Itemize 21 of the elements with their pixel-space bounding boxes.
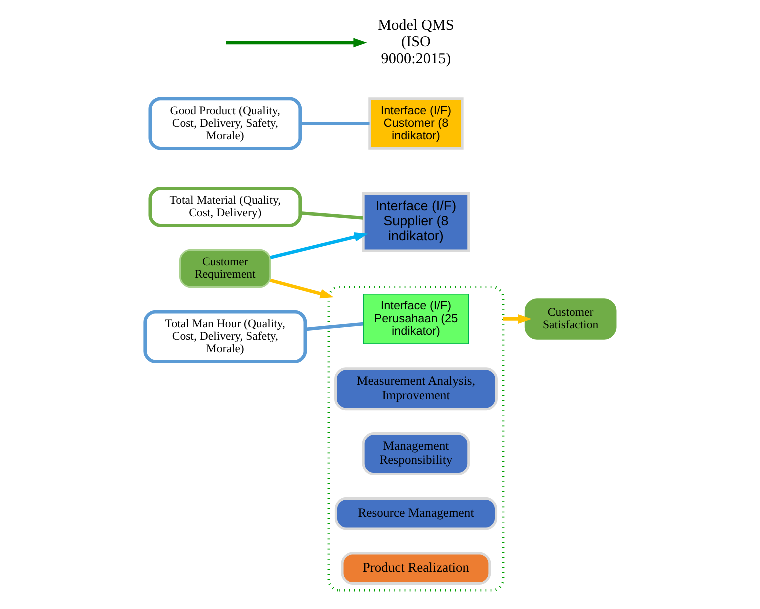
node-box: Interface (I/F) Perusahaan (25 indikator) [363, 294, 470, 345]
node-box: Measurement Analysis, Improvement [334, 368, 498, 411]
arrow [270, 278, 334, 299]
node-box: Product Realization [341, 552, 492, 586]
arrow [226, 38, 368, 48]
node-box: Customer Satisfaction [524, 298, 617, 340]
connector [300, 211, 364, 220]
node-box: Interface (I/F) Supplier (8 indikator) [362, 192, 470, 252]
arrow [270, 232, 368, 260]
node-box: Management Responsibility [362, 432, 470, 476]
connector [300, 122, 370, 126]
arrow [503, 314, 532, 324]
node-box: Good Product (Quality, Cost, Delivery, Safety, Morale) [148, 97, 302, 150]
node-box: Interface (I/F) Customer (8 indikator) [368, 98, 464, 150]
connector [305, 322, 364, 332]
node-text: Model QMS (ISO 9000:2015) [378, 16, 454, 68]
node-box: Total Material (Quality, Cost, Delivery) [148, 186, 302, 228]
cluster [328, 286, 505, 592]
node-box: Total Man Hour (Quality, Cost, Delivery, Safety, Morale) [144, 310, 308, 364]
node-box: Customer Requirement [180, 249, 272, 288]
node-box: Resource Management [334, 497, 498, 530]
